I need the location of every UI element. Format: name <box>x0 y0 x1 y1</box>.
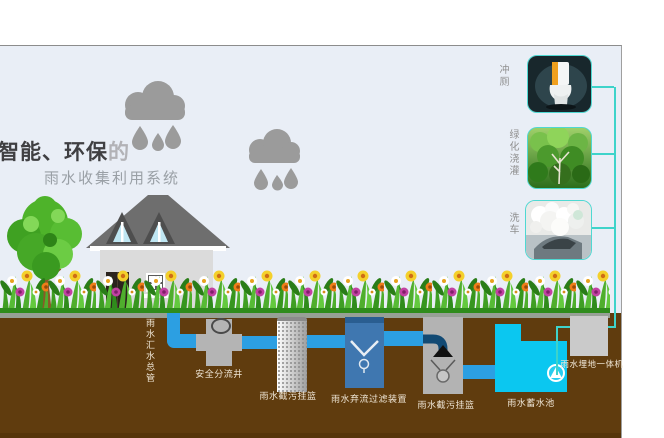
label-discard-filter: 雨水弃流过滤装置 <box>330 395 407 405</box>
supply-line-underground <box>614 313 616 328</box>
label-storage-tank: 雨水蓄水池 <box>507 399 555 409</box>
rain-cloud-icon <box>125 81 185 151</box>
filter-basket-cylinder <box>277 317 307 392</box>
greenery-icon <box>528 128 591 188</box>
supply-line-vertical <box>614 87 616 313</box>
supply-line-to-pump <box>556 326 558 375</box>
supply-line-carwash-branch <box>590 227 614 229</box>
discard-filter-tank <box>345 317 384 388</box>
pipe-filter-to-basket2 <box>383 331 424 346</box>
filter-basket-tank <box>423 317 463 394</box>
supply-line-irrigation-branch <box>590 153 614 155</box>
label-filter-basket-2: 雨水截污挂篮 <box>417 401 475 411</box>
pipe-basket2-to-tank <box>462 365 496 379</box>
supply-line-toilet-branch <box>590 86 614 88</box>
pipe-basket-to-filter <box>306 335 346 348</box>
diversion-well-arm <box>196 334 242 351</box>
usage-tile-carwash <box>525 200 592 260</box>
title-strong: 智能、环保 <box>0 140 108 164</box>
page-subtitle: 雨水收集利用系统 <box>44 169 181 187</box>
manhole-icon <box>211 318 231 334</box>
roof-trim <box>90 246 226 251</box>
page-title: 智能、环保的 <box>0 136 130 166</box>
house-roof <box>86 195 230 248</box>
collector-elbow-pipe <box>167 334 198 348</box>
toilet-icon <box>528 56 591 112</box>
usage-label-irrigation: 绿化浇灌 <box>507 129 518 177</box>
car-wash-icon <box>526 201 591 259</box>
usage-label-carwash: 洗车 <box>507 212 518 236</box>
pipe-well-to-basket <box>241 336 278 349</box>
title-light: 的 <box>108 140 130 164</box>
integrated-machine-box <box>570 316 608 356</box>
ground-edge <box>0 433 621 438</box>
surface-strip <box>0 313 610 318</box>
usage-tile-irrigation <box>527 127 592 189</box>
rain-cloud-icon <box>249 129 300 191</box>
label-integrated-machine: 雨水埋地一体机 <box>560 360 624 370</box>
label-main-pipe: 雨水汇水总管 <box>144 318 154 384</box>
label-filter-basket-1: 雨水截污挂篮 <box>259 392 317 402</box>
usage-tile-toilet <box>527 55 592 113</box>
label-diversion-well: 安全分流井 <box>195 370 243 380</box>
usage-label-toilet: 冲厕 <box>497 64 508 88</box>
grass-strip <box>0 266 610 313</box>
